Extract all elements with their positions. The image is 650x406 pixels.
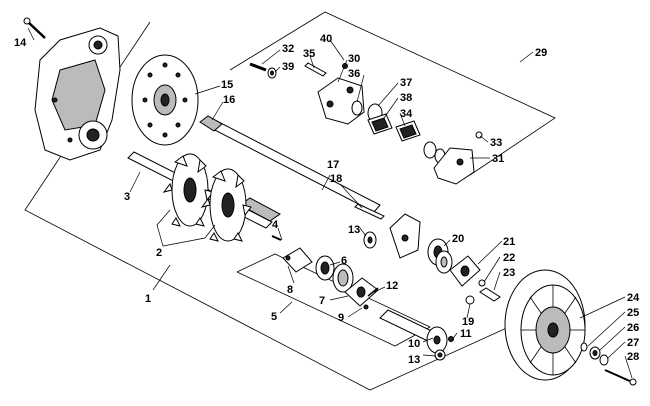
callout-14: 14 bbox=[14, 37, 27, 49]
callout-10: 10 bbox=[408, 338, 420, 350]
callout-3: 3 bbox=[124, 191, 130, 203]
assembly-frame-29 bbox=[229, 11, 556, 176]
callout-17: 17 bbox=[327, 159, 339, 171]
bolt-12 bbox=[367, 287, 379, 297]
bearing-20b bbox=[435, 250, 453, 274]
callout-1: 1 bbox=[145, 293, 151, 305]
callout-16: 16 bbox=[223, 94, 235, 106]
callout-31: 31 bbox=[492, 153, 504, 165]
callout-2: 2 bbox=[156, 247, 162, 259]
bearing-6 bbox=[315, 255, 335, 281]
callout-5: 5 bbox=[271, 311, 277, 323]
callout-11: 11 bbox=[460, 328, 472, 340]
drive-sprocket-b bbox=[200, 168, 252, 242]
spacer-13-upper bbox=[363, 231, 377, 249]
callout-38: 38 bbox=[400, 92, 412, 104]
callout-18: 18 bbox=[330, 173, 342, 185]
callout-26: 26 bbox=[627, 322, 639, 334]
bolt-28 bbox=[604, 369, 637, 386]
callout-4: 4 bbox=[272, 219, 279, 231]
key-18 bbox=[354, 203, 385, 220]
brake-pad-38 bbox=[367, 113, 393, 135]
callout-25: 25 bbox=[627, 307, 639, 319]
callout-19: 19 bbox=[462, 316, 474, 328]
callout-15: 15 bbox=[221, 79, 233, 91]
callout-33: 33 bbox=[490, 137, 502, 149]
callout-40: 40 bbox=[320, 33, 332, 45]
flange-21 bbox=[449, 255, 481, 287]
pin-4 bbox=[271, 235, 282, 241]
callout-7: 7 bbox=[319, 295, 325, 307]
driven-pulley bbox=[504, 269, 586, 381]
caliper-half-31 bbox=[433, 147, 475, 185]
jackshaft-17 bbox=[199, 115, 381, 213]
nut-13-lower bbox=[434, 349, 446, 361]
brake-pad-34 bbox=[395, 120, 421, 142]
bolt-11 bbox=[448, 336, 454, 342]
callout-27: 27 bbox=[627, 337, 639, 349]
callout-12: 12 bbox=[386, 280, 398, 292]
callout-9: 9 bbox=[338, 312, 344, 324]
callout-39: 39 bbox=[282, 61, 294, 73]
brake-disc bbox=[131, 54, 199, 146]
callout-30: 30 bbox=[348, 53, 360, 65]
assembly-frame-5 bbox=[236, 253, 431, 347]
spacer-23 bbox=[479, 287, 501, 302]
callout-8: 8 bbox=[287, 284, 293, 296]
nut-9 bbox=[363, 304, 369, 310]
callout-21: 21 bbox=[503, 236, 515, 248]
callout-22: 22 bbox=[503, 252, 515, 264]
washer-25 bbox=[580, 342, 588, 352]
callout-32: 32 bbox=[282, 43, 294, 55]
drive-sprocket-a bbox=[162, 153, 214, 227]
bearing-plate bbox=[389, 213, 421, 259]
stub-axle-10 bbox=[379, 309, 448, 354]
callout-36: 36 bbox=[348, 68, 360, 80]
flange-plate-8 bbox=[282, 247, 313, 273]
bearing-housing-6 bbox=[332, 263, 354, 293]
callout-28: 28 bbox=[627, 351, 639, 363]
callout-6: 6 bbox=[341, 255, 347, 267]
washer-22 bbox=[478, 279, 486, 287]
bolt-32 bbox=[249, 62, 267, 72]
callout-24: 24 bbox=[627, 292, 640, 304]
washer-39 bbox=[267, 67, 277, 79]
leader-lines bbox=[27, 27, 633, 379]
gearcase-housing bbox=[34, 27, 121, 161]
callout-35: 35 bbox=[303, 48, 315, 60]
seal-36 bbox=[351, 100, 363, 116]
callout-29: 29 bbox=[535, 47, 547, 59]
caliper-half-30 bbox=[317, 77, 365, 125]
bolt-14 bbox=[23, 17, 46, 39]
callout-13-upper: 13 bbox=[348, 224, 360, 236]
pin-35 bbox=[304, 62, 327, 77]
callout-37: 37 bbox=[400, 77, 412, 89]
callout-13-lower: 13 bbox=[408, 354, 420, 366]
washer-26 bbox=[589, 346, 601, 360]
washer-27 bbox=[599, 354, 609, 366]
callout-34: 34 bbox=[400, 108, 413, 120]
callout-20: 20 bbox=[452, 233, 464, 245]
bolt-19 bbox=[465, 295, 475, 305]
callout-23: 23 bbox=[503, 267, 515, 279]
